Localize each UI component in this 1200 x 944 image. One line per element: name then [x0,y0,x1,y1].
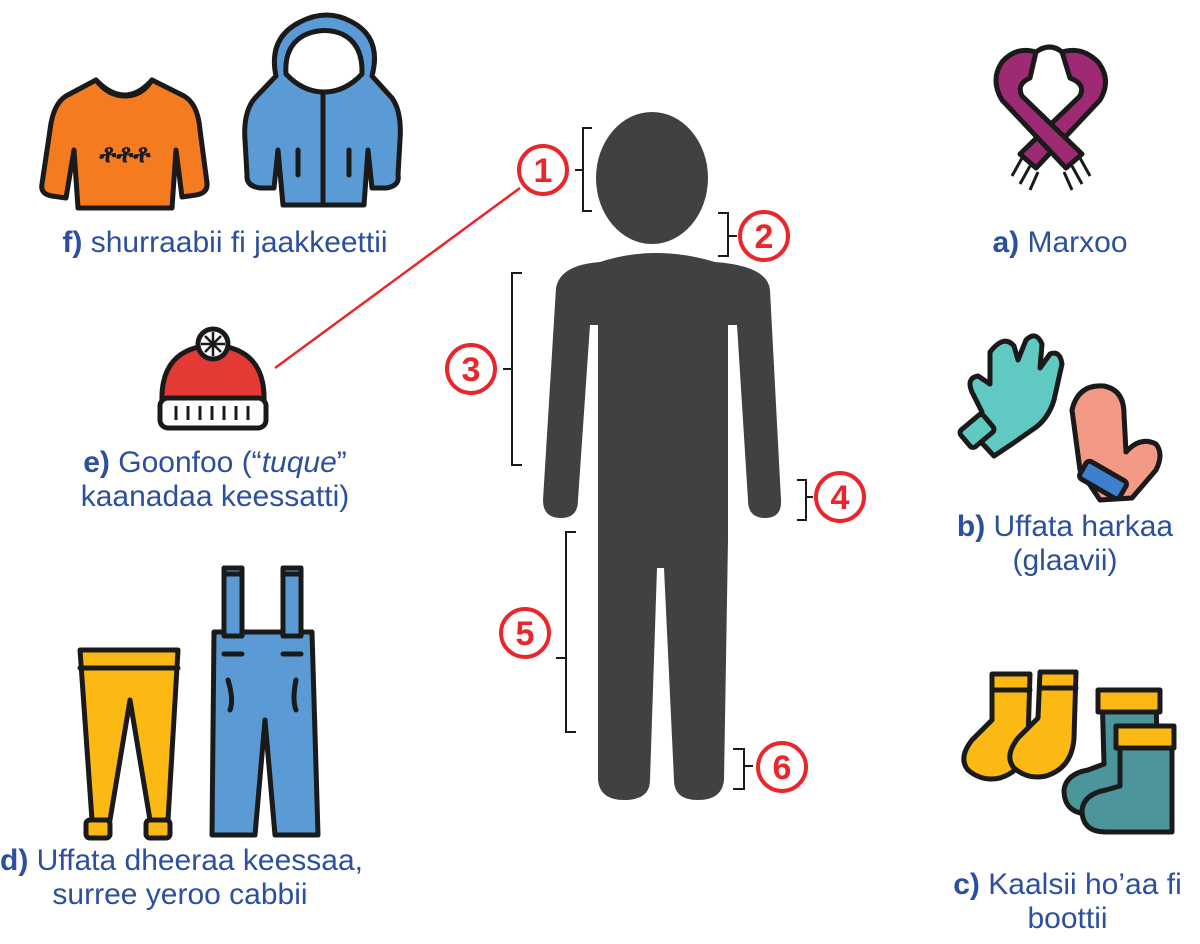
person-torso [543,253,781,540]
number-badge-1: 1 [519,146,567,194]
match-line [275,188,520,368]
caption-c-line2: boottii [935,902,1200,936]
number-4: 4 [831,479,850,517]
bracket-neck [718,213,737,256]
caption-b-text: Uffata harkaa [994,510,1174,543]
socks-and-boots-icon [964,672,1174,832]
number-badge-2: 2 [740,212,788,260]
number-1: 1 [534,152,553,190]
caption-e-line1: e) Goonfoo (“tuque” [50,446,380,480]
caption-b: b) Uffata harkaa (glaavii) [930,510,1200,578]
caption-c: c) Kaalsii ho’aa fi boottii [935,868,1200,936]
caption-a-letter: a) [992,226,1019,259]
bracket-hands [797,480,813,520]
scarf-icon [996,47,1106,190]
caption-c-letter: c) [953,868,980,901]
gloves-and-mittens-icon [958,336,1160,500]
sweater-and-jacket-icon: ቶቶቶ [42,15,401,208]
caption-b-line2: (glaavii) [930,544,1200,578]
caption-e-text-italic: tuque [262,446,337,479]
caption-a-text: Marxoo [1027,226,1127,259]
caption-a: a) Marxoo [960,226,1160,260]
bracket-legs [556,532,576,732]
number-badge-5: 5 [501,609,549,657]
caption-e-letter: e) [83,446,110,479]
caption-d-line1: d) Uffata dheeraa keessaa, [0,844,360,878]
person-head [596,112,708,244]
snow-pants-icon [80,568,318,838]
caption-f-text: shurraabii fi jaakkeettii [91,226,388,259]
bracket-torso [503,273,522,465]
caption-d-line2: surree yeroo cabbii [0,878,360,912]
number-badge-4: 4 [816,473,864,521]
overalls-icon [212,632,318,835]
person-legs [598,540,728,800]
bracket-head [575,128,592,211]
caption-d-letter: d) [0,844,28,877]
number-badge-3: 3 [447,345,495,393]
number-2: 2 [755,218,774,256]
caption-f-letter: f) [62,226,82,259]
caption-b-line1: b) Uffata harkaa [930,510,1200,544]
number-5: 5 [516,615,535,653]
yellow-pants-icon [80,650,178,820]
caption-d-text: Uffata dheeraa keessaa, [37,844,363,877]
caption-d: d) Uffata dheeraa keessaa, surree yeroo … [0,844,360,912]
bracket-feet [733,749,753,789]
person-silhouette [543,112,781,800]
number-3: 3 [462,351,481,389]
svg-text:ቶቶቶ: ቶቶቶ [98,139,151,169]
number-badge-6: 6 [758,743,806,791]
caption-e-line2: kaanadaa keessatti) [50,480,380,514]
caption-e: e) Goonfoo (“tuque” kaanadaa keessatti) [50,446,380,514]
number-6: 6 [773,749,792,787]
caption-e-text-post: ” [337,446,347,479]
caption-b-letter: b) [957,510,985,543]
caption-c-line1: c) Kaalsii ho’aa fi [935,868,1200,902]
caption-e-text-pre: Goonfoo (“ [118,446,261,479]
tuque-hat-icon [160,329,266,428]
caption-c-text: Kaalsii ho’aa fi [988,868,1181,901]
caption-f: f) shurraabii fi jaakkeettii [40,226,410,260]
